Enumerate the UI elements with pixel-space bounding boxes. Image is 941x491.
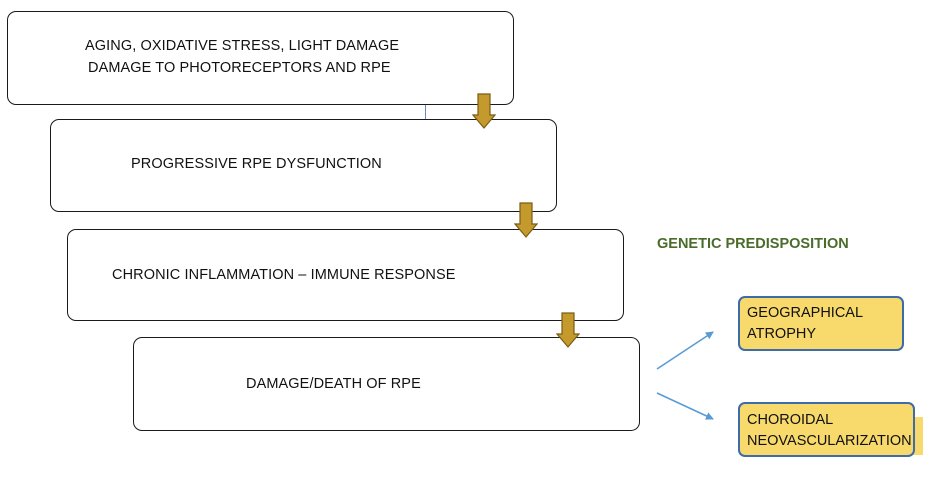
outcome-2-line-1: CHOROIDAL	[747, 412, 834, 428]
flow-step-2-text: PROGRESSIVE RPE DYSFUNCTION	[131, 156, 382, 172]
connector-line	[425, 105, 426, 119]
flow-step-1-line-1: AGING, OXIDATIVE STRESS, LIGHT DAMAGE	[85, 38, 400, 54]
outcome-geographical-atrophy-text: GEOGRAPHICAL ATROPHY	[747, 303, 863, 345]
genetic-predisposition-label: GENETIC PREDISPOSITION	[657, 236, 849, 252]
flow-step-1-text: AGING, OXIDATIVE STRESS, LIGHT DAMAGE DA…	[85, 35, 399, 79]
flow-step-3-text: CHRONIC INFLAMMATION – IMMUNE RESPONSE	[112, 267, 456, 283]
outcome-overflow-fill	[913, 417, 923, 455]
down-arrow-icon	[556, 312, 580, 348]
outcome-2-line-2: NEOVASCULARIZATION	[747, 433, 912, 449]
outcome-choroidal-neovascularization: CHOROIDAL NEOVASCULARIZATION	[738, 402, 915, 457]
outcome-geographical-atrophy: GEOGRAPHICAL ATROPHY	[738, 296, 904, 351]
outcome-1-line-2: ATROPHY	[747, 326, 817, 342]
flow-step-2: PROGRESSIVE RPE DYSFUNCTION	[50, 119, 557, 212]
branch-arrow-to-choroidal-neovascularization	[656, 392, 714, 420]
branch-arrow-to-geographical-atrophy	[656, 331, 714, 370]
down-arrow-icon	[514, 202, 538, 238]
flow-step-3: CHRONIC INFLAMMATION – IMMUNE RESPONSE	[67, 229, 624, 321]
outcome-1-line-1: GEOGRAPHICAL	[747, 305, 864, 321]
flow-step-1: AGING, OXIDATIVE STRESS, LIGHT DAMAGE DA…	[7, 11, 514, 105]
down-arrow-icon	[472, 93, 496, 129]
flow-step-4: DAMAGE/DEATH OF RPE	[133, 337, 640, 431]
flow-step-4-text: DAMAGE/DEATH OF RPE	[246, 376, 421, 392]
outcome-choroidal-neovascularization-text: CHOROIDAL NEOVASCULARIZATION	[747, 410, 912, 452]
flow-step-1-line-2: DAMAGE TO PHOTORECEPTORS AND RPE	[88, 60, 391, 76]
